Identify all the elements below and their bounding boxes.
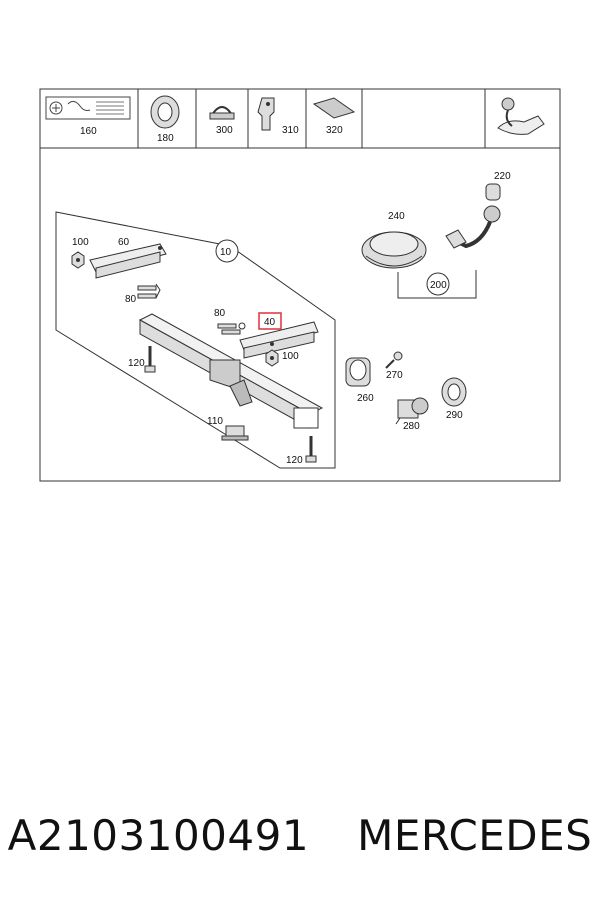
bolt-set-right xyxy=(217,322,246,335)
label-60: 60 xyxy=(118,237,130,248)
screw-icon xyxy=(385,351,403,369)
label-110: 110 xyxy=(207,416,223,427)
label-100-left: 100 xyxy=(72,237,89,248)
parts-diagram: 160 180 300 310 320 10 100 60 xyxy=(39,88,561,482)
label-260: 260 xyxy=(357,393,374,404)
tow-ball-arm-icon xyxy=(445,183,501,249)
diagram-frame xyxy=(39,88,561,482)
label-10: 10 xyxy=(220,247,232,258)
part-number: A2103100491 xyxy=(7,810,310,860)
label-120-right: 120 xyxy=(286,455,303,466)
pad-icon xyxy=(312,97,356,119)
label-280: 280 xyxy=(403,421,420,432)
socket-cap-icon xyxy=(441,377,467,407)
callout-10-circle xyxy=(215,239,239,263)
brand-name: MERCEDES xyxy=(357,810,593,860)
tow-bar-beam xyxy=(138,313,324,429)
caption-bar: A2103100491 MERCEDES xyxy=(0,800,600,870)
highlight-box-40 xyxy=(258,312,282,330)
electrical-socket-icon xyxy=(395,397,429,425)
clamp-icon xyxy=(209,106,235,120)
mounting-plate-right xyxy=(239,321,319,359)
label-320: 320 xyxy=(326,125,343,136)
seal-ring-icon xyxy=(150,95,180,129)
bolt-icon-right xyxy=(305,436,317,463)
label-160: 160 xyxy=(80,126,97,137)
label-220: 220 xyxy=(494,171,511,182)
label-290: 290 xyxy=(446,410,463,421)
ball-mount-housing-icon xyxy=(361,231,427,269)
label-200: 200 xyxy=(430,280,447,291)
nut-icon-left xyxy=(71,251,85,269)
label-100-right: 100 xyxy=(282,351,299,362)
label-270: 270 xyxy=(386,370,403,381)
label-80-right: 80 xyxy=(214,308,226,319)
label-40: 40 xyxy=(264,317,276,328)
socket-bracket-icon xyxy=(221,425,249,441)
label-240: 240 xyxy=(388,211,405,222)
callout-200-bracket xyxy=(397,270,477,299)
label-180: 180 xyxy=(157,133,174,144)
nut-icon-right xyxy=(265,349,279,367)
label-310: 310 xyxy=(282,125,299,136)
tow-ball-thumbnail-icon xyxy=(497,97,545,135)
bolt-icon-left xyxy=(144,346,156,373)
bolt-set-left xyxy=(137,283,161,299)
label-120-left: 120 xyxy=(128,358,145,369)
label-80-left: 80 xyxy=(125,294,137,305)
bracket-icon xyxy=(257,97,275,131)
mounting-plate-left xyxy=(89,243,167,279)
callout-200-circle xyxy=(426,272,450,296)
socket-housing-icon xyxy=(345,357,371,387)
sticker-icon xyxy=(45,96,131,120)
label-300: 300 xyxy=(216,125,233,136)
